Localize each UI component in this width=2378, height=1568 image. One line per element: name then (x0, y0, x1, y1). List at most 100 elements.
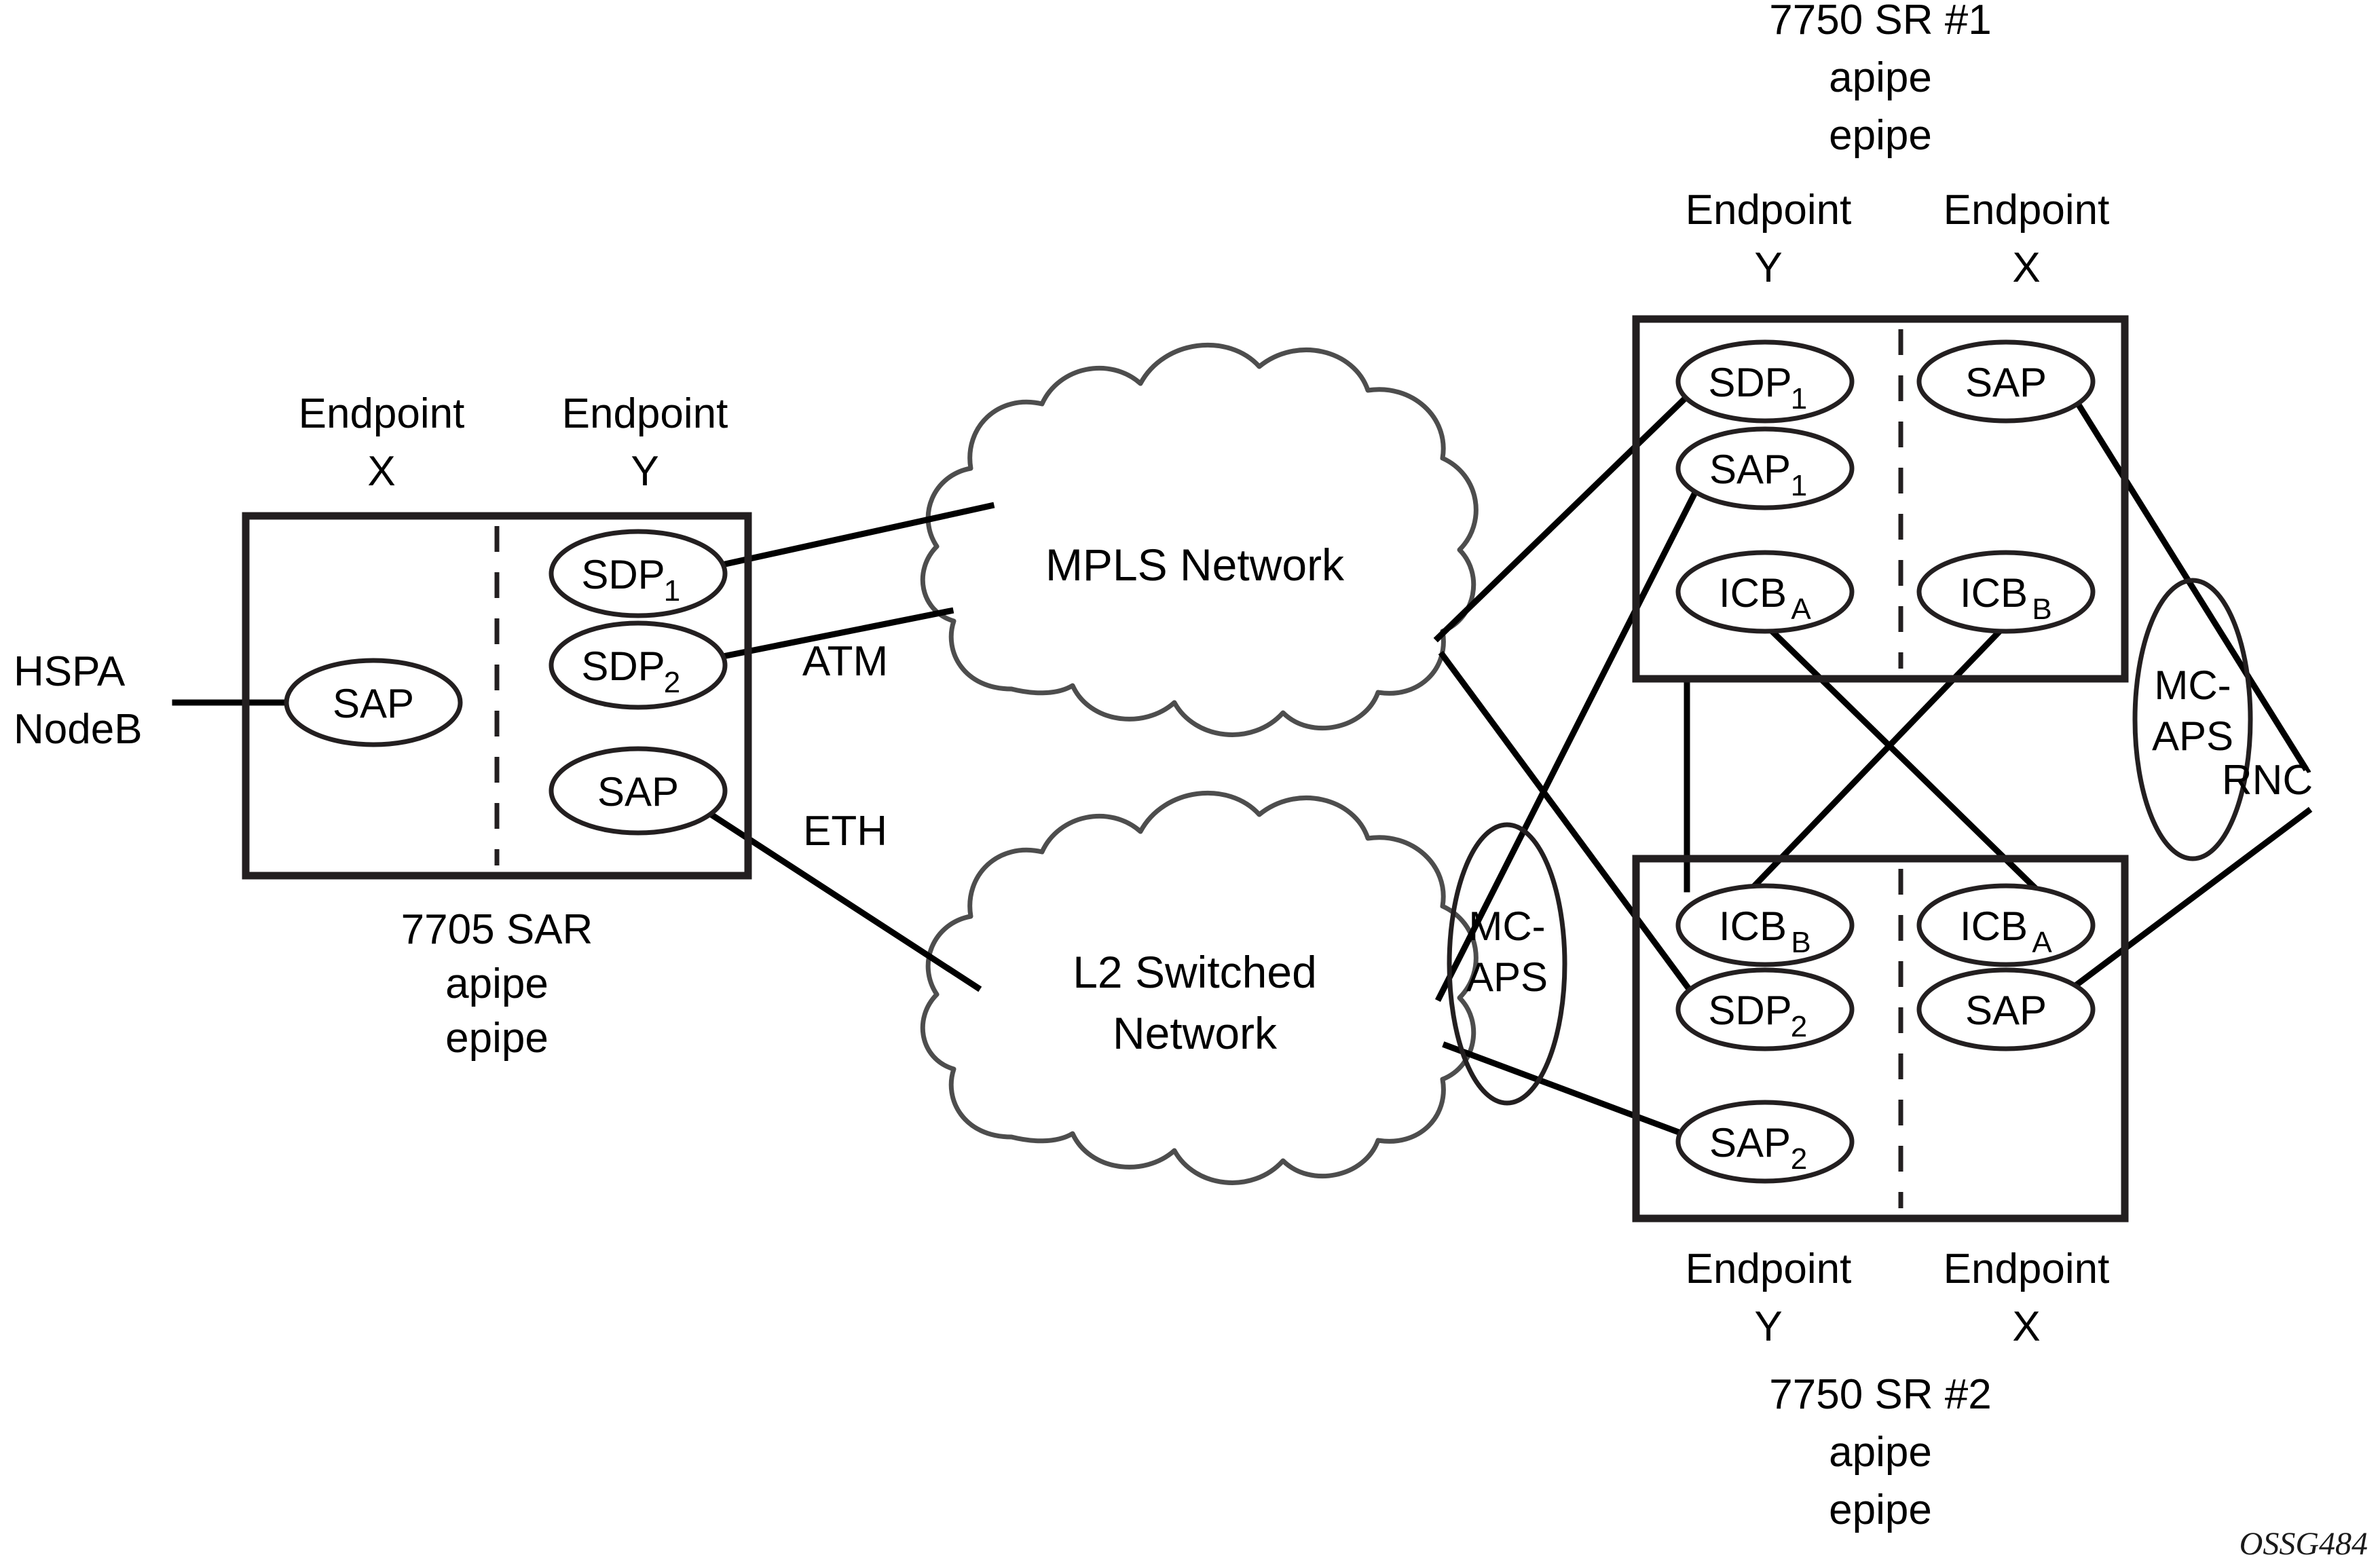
sar-endpoint-x-object-sap[interactable]: SAP (284, 658, 463, 747)
sr2-icb-a-subscript: A (2032, 926, 2052, 959)
sar-caption-line1: 7705 SAR (401, 906, 593, 953)
sar-sap-y-ellipse[interactable] (549, 746, 728, 836)
link-sr2-sap-to-rnc (2045, 806, 2313, 1009)
sr1-icb-b-label: ICB (1960, 570, 2028, 616)
sr2-icb-a-ellipse[interactable] (1916, 883, 2096, 967)
sar-sap-y-label: SAP (597, 769, 679, 815)
sr1-caption-line1: 7750 SR #1 (1769, 0, 1991, 43)
sr2-endpoint-y-label-line2: Y (1754, 1303, 1782, 1350)
sr2-caption-line3: epipe (1829, 1487, 1932, 1533)
l2-cloud-label-line1: L2 Switched (1073, 947, 1317, 997)
sr2-sdp2-label: SDP (1708, 988, 1791, 1033)
sr1-sdp1-subscript: 1 (1791, 382, 1807, 415)
sr1-sdp1-ellipse[interactable] (1675, 339, 1855, 424)
sar-endpoint-y-label-line1: Endpoint (562, 390, 728, 437)
atm-link-label: ATM (802, 638, 888, 685)
sr2-sap-x-ellipse[interactable] (1916, 967, 2096, 1051)
sr2-endpoint-y-object-sdp2[interactable]: SDP 2 (1675, 967, 1855, 1051)
sr1-endpoint-y-object-sap1[interactable]: SAP 1 (1675, 426, 1855, 510)
sr1-caption-line3: epipe (1829, 112, 1932, 159)
l2-switched-network-cloud: L2 Switched Network (920, 790, 1479, 1185)
sar-box-outline (242, 512, 752, 880)
link-sar-sdp2-to-mpls (709, 607, 954, 662)
link-sar-sdp1-to-mpls (709, 502, 995, 571)
sr2-node-box: ICB B SDP 2 SAP 2 ICB A SAP Endpoint Y E… (1632, 855, 2129, 1533)
mc-aps-right-label-line1: MC- (2154, 662, 2231, 708)
sr1-caption-line2: apipe (1829, 54, 1932, 101)
sr2-caption-line2: apipe (1829, 1429, 1932, 1476)
link-sr1-sap-to-rnc (2052, 365, 2309, 772)
sar-caption-line2: apipe (445, 960, 549, 1007)
sr1-sap1-label: SAP (1709, 447, 1791, 492)
sr1-endpoint-y-label-line1: Endpoint (1686, 187, 1852, 234)
mc-aps-left-label-line1: MC- (1468, 903, 1545, 949)
sr2-icb-b-ellipse[interactable] (1675, 883, 1855, 967)
mc-aps-right-label-line2: APS (2152, 713, 2233, 759)
sr2-sap2-ellipse[interactable] (1675, 1100, 1855, 1184)
link-l2-to-sr1-sap1 (1434, 470, 1709, 1003)
rnc-label: RNC (2222, 757, 2313, 804)
sr1-endpoint-y-label-line2: Y (1754, 244, 1782, 291)
mc-aps-right-ellipse (2132, 578, 2253, 861)
sr1-endpoint-y-object-icb-a[interactable]: ICB A (1675, 550, 1855, 634)
sr1-icb-a-subscript: A (1791, 593, 1811, 626)
sar-sdp2-ellipse[interactable] (549, 620, 728, 710)
sr1-icb-b-subscript: B (2032, 593, 2051, 626)
sr2-sdp2-ellipse[interactable] (1675, 967, 1855, 1051)
sr1-endpoint-x-object-icb-b[interactable]: ICB B (1916, 550, 2096, 634)
sar-sdp2-label: SDP (581, 643, 665, 689)
sar-caption-line3: epipe (445, 1015, 549, 1062)
sar-sap-x-label: SAP (333, 681, 414, 726)
link-icb-b-top-to-icb-b-bottom (1740, 616, 2014, 901)
mpls-cloud-label: MPLS Network (1045, 540, 1345, 590)
link-l2-to-sr2-sap2 (1442, 1041, 1705, 1144)
sar-endpoint-y-object-sap[interactable]: SAP (549, 746, 728, 836)
mc-aps-left-group: MC- APS (1447, 822, 1567, 1106)
sr1-endpoint-x-object-sap[interactable]: SAP (1916, 339, 2096, 424)
sr1-sap-x-label: SAP (1965, 360, 2047, 405)
sr2-endpoint-x-object-sap[interactable]: SAP (1916, 967, 2096, 1051)
sr2-icb-a-label: ICB (1960, 903, 2028, 949)
sr2-endpoint-x-label-line1: Endpoint (1944, 1246, 2110, 1292)
hspa-nodeb-label-line1: HSPA (14, 648, 126, 695)
sr1-sdp1-label: SDP (1708, 360, 1791, 405)
sr1-sap1-subscript: 1 (1791, 469, 1807, 502)
sr2-caption-line1: 7750 SR #2 (1769, 1371, 1991, 1418)
sr1-icb-a-ellipse[interactable] (1675, 550, 1855, 634)
sr1-endpoint-y-object-sdp1[interactable]: SDP 1 (1675, 339, 1855, 424)
sr2-endpoint-x-object-icb-a[interactable]: ICB A (1916, 883, 2096, 967)
sr1-icb-b-ellipse[interactable] (1916, 550, 2096, 634)
sr2-endpoint-y-object-sap2[interactable]: SAP 2 (1675, 1100, 1855, 1184)
sar-endpoint-y-object-sdp1[interactable]: SDP 1 (549, 529, 728, 618)
sr2-endpoint-y-object-icb-b[interactable]: ICB B (1675, 883, 1855, 967)
sr1-endpoint-x-label-line2: X (2012, 244, 2040, 291)
sr2-icb-b-label: ICB (1719, 903, 1787, 949)
mc-aps-left-ellipse (1447, 822, 1567, 1106)
sar-endpoint-y-object-sdp2[interactable]: SDP 2 (549, 620, 728, 710)
sar-sdp1-ellipse[interactable] (549, 529, 728, 618)
sr1-sap1-ellipse[interactable] (1675, 426, 1855, 510)
sr2-box-outline (1632, 855, 2129, 1222)
link-icb-a-top-to-icb-a-bottom (1757, 616, 2048, 901)
sr1-icb-a-label: ICB (1719, 570, 1787, 616)
figure-watermark: OSSG484 (2240, 1526, 2368, 1562)
link-mpls-to-sr1-sdp1 (1433, 375, 1709, 643)
sar-endpoint-x-label-line2: X (367, 448, 395, 495)
sr1-sap-x-ellipse[interactable] (1916, 339, 2096, 424)
l2-cloud-label-line2: Network (1113, 1008, 1278, 1058)
sr2-endpoint-y-label-line1: Endpoint (1686, 1246, 1852, 1292)
mc-aps-left-label-line2: APS (1466, 954, 1548, 1000)
mpls-cloud-outline (920, 342, 1479, 737)
sr1-endpoint-x-label-line1: Endpoint (1944, 187, 2110, 234)
mc-aps-right-group: MC- APS (2132, 578, 2253, 861)
sar-sdp1-subscript: 1 (664, 574, 680, 608)
sr2-sdp2-subscript: 2 (1791, 1010, 1807, 1043)
sar-sdp2-subscript: 2 (664, 666, 680, 699)
sar-sap-x-ellipse[interactable] (284, 658, 463, 747)
sar-endpoint-y-label-line2: Y (631, 448, 658, 495)
eth-link-label: ETH (803, 808, 887, 855)
sar-sdp1-label: SDP (581, 552, 665, 597)
mpls-network-cloud: MPLS Network (920, 342, 1479, 737)
